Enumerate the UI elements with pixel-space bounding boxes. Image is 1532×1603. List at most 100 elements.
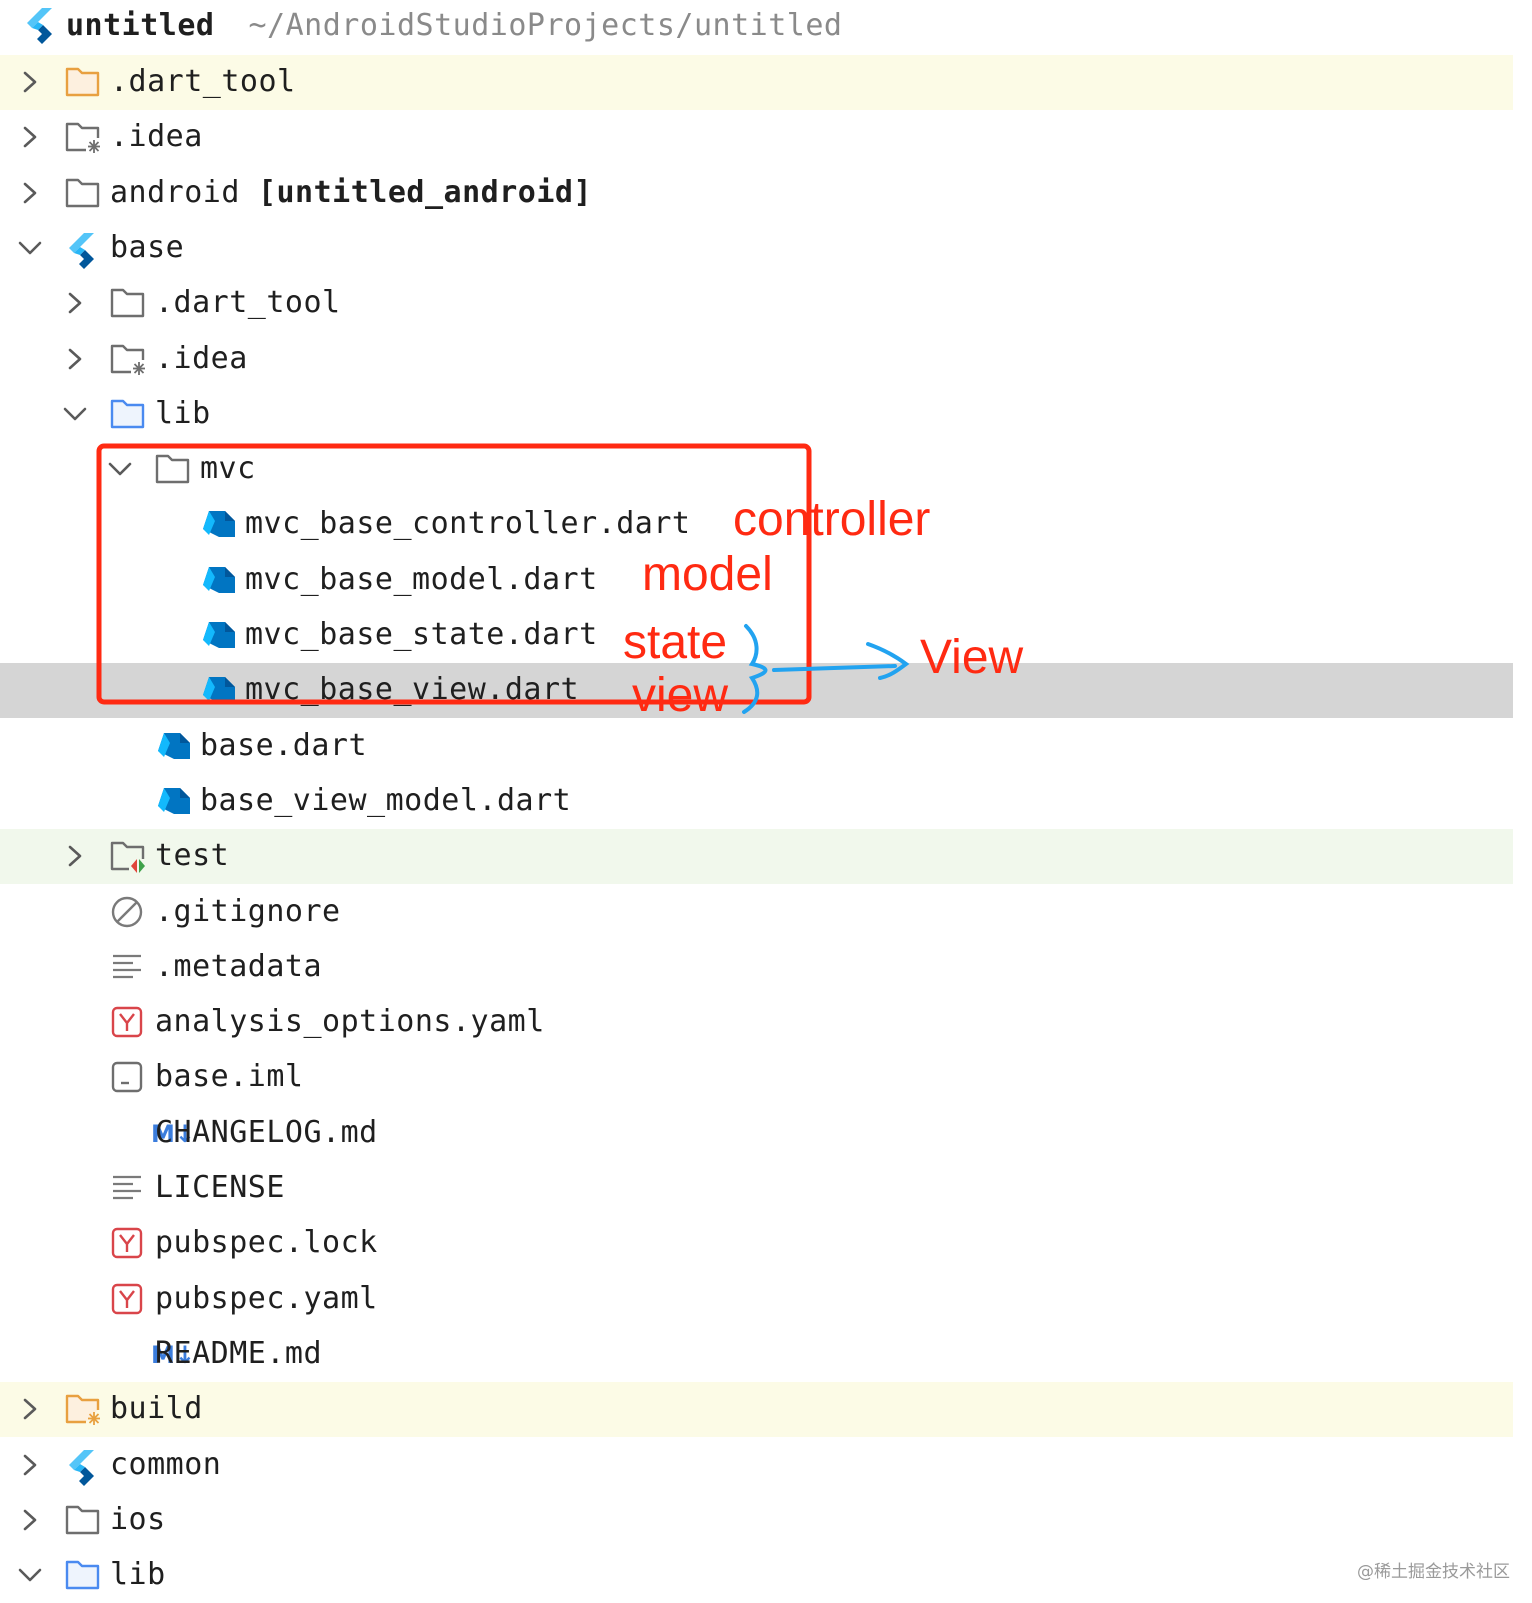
project-header[interactable]: untitled ~/AndroidStudioProjects/untitled	[0, 0, 1513, 54]
tree-row-label: .dart_tool	[155, 283, 341, 323]
annotation-arrow-head	[866, 642, 910, 680]
chevron-down-icon[interactable]	[107, 455, 133, 483]
tree-row-label: .metadata	[155, 947, 322, 987]
tree-row-idea-root[interactable]: .idea	[0, 110, 1513, 165]
chevron-right-icon[interactable]	[62, 289, 88, 317]
text-lines-icon	[109, 1171, 147, 1205]
tree-row-dart-tool-root[interactable]: .dart_tool	[0, 55, 1513, 110]
tree-row-changelog[interactable]: M↓CHANGELOG.md	[0, 1106, 1513, 1161]
tree-row-mvc[interactable]: mvc	[0, 442, 1513, 497]
tree-row-text: README.md	[155, 1335, 323, 1371]
dart-icon	[199, 618, 237, 652]
tree-row-label: build	[110, 1389, 203, 1429]
tree-row-label: mvc_base_state.dart	[245, 615, 598, 655]
tree-row-base-dart-tool[interactable]: .dart_tool	[0, 276, 1513, 331]
chevron-right-icon[interactable]	[17, 68, 43, 96]
chevron-right-icon[interactable]	[17, 1451, 43, 1479]
tree-row-text: mvc_base_state.dart	[245, 617, 598, 652]
tree-row-text: base.iml	[155, 1059, 304, 1095]
folder-orange-settings-icon	[64, 1392, 102, 1426]
tree-row-text: test	[155, 838, 230, 874]
annotation-view-big: View	[920, 631, 1024, 684]
tree-row-label: .idea	[110, 117, 203, 157]
tree-row-text: mvc_base_controller.dart	[245, 506, 691, 542]
tree-row-text: base.dart	[200, 727, 368, 763]
tree-row-lib-root[interactable]: lib	[0, 1548, 1513, 1603]
tree-row-gitignore[interactable]: .gitignore	[0, 885, 1513, 940]
tree-row-base-idea[interactable]: .idea	[0, 332, 1513, 387]
text-lines-icon	[109, 950, 147, 984]
yaml-icon	[109, 1226, 147, 1260]
chevron-right-icon[interactable]	[17, 1506, 43, 1534]
tree-row-metadata[interactable]: .metadata	[0, 940, 1513, 995]
annotation-state: state	[623, 616, 728, 669]
tree-row-android[interactable]: android [untitled_android]	[0, 166, 1513, 221]
tree-row-base-iml[interactable]: base.iml	[0, 1050, 1513, 1105]
tree-row-text: android	[110, 174, 240, 210]
tree-row-mvc-base-model[interactable]: mvc_base_model.dart	[0, 553, 1513, 608]
tree-row-label: base	[110, 228, 184, 268]
tree-row-label: CHANGELOG.md	[155, 1113, 378, 1153]
tree-row-text: .metadata	[155, 948, 323, 984]
tree-row-text: base_view_model.dart	[200, 782, 572, 818]
tree-row-base[interactable]: base	[0, 221, 1513, 276]
tree-row-label: analysis_options.yaml	[155, 1002, 545, 1042]
project-path: ~/AndroidStudioProjects/untitled	[248, 8, 843, 43]
chevron-down-icon[interactable]	[62, 400, 88, 428]
module-tag: [untitled_android]	[257, 174, 593, 210]
tree-row-label: mvc_base_model.dart	[245, 560, 598, 600]
tree-row-label: base.iml	[155, 1057, 304, 1097]
tree-row-base-dart[interactable]: base.dart	[0, 719, 1513, 774]
tree-row-readme[interactable]: M↓README.md	[0, 1327, 1513, 1382]
chevron-down-icon[interactable]	[17, 1561, 43, 1589]
folder-test-icon	[109, 839, 147, 874]
chevron-right-icon[interactable]	[17, 179, 43, 207]
tree-row-license[interactable]: LICENSE	[0, 1161, 1513, 1216]
folder-icon	[154, 452, 192, 486]
tree-row-pubspec-lock[interactable]: pubspec.lock	[0, 1216, 1513, 1271]
dart-icon	[154, 729, 192, 763]
tree-row-text: build	[110, 1391, 203, 1427]
dart-icon	[199, 673, 237, 707]
tree-row-ios[interactable]: ios	[0, 1493, 1513, 1548]
annotation-model: model	[642, 548, 773, 601]
tree-row-test[interactable]: test	[0, 829, 1513, 885]
tree-row-mvc-base-controller[interactable]: mvc_base_controller.dart	[0, 497, 1513, 552]
chevron-right-icon[interactable]	[17, 1395, 43, 1423]
ignore-icon	[109, 895, 147, 929]
tree-row-mvc-base-state[interactable]: mvc_base_state.dart	[0, 608, 1513, 663]
tree-row-label: .dart_tool	[110, 62, 296, 102]
folder-icon	[109, 286, 147, 320]
tree-row-text: mvc	[200, 451, 256, 487]
tree-row-text: analysis_options.yaml	[155, 1004, 545, 1040]
tree-row-analysis-options[interactable]: analysis_options.yaml	[0, 995, 1513, 1050]
tree-row-label: README.md	[155, 1334, 322, 1374]
tree-row-label: pubspec.yaml	[155, 1279, 378, 1319]
tree-row-label: .idea	[155, 339, 248, 379]
tree-row-label: mvc_base_controller.dart	[245, 504, 690, 544]
tree-row-label: common	[110, 1445, 221, 1485]
tree-row-text: .dart_tool	[155, 285, 341, 321]
tree-row-text: pubspec.lock	[155, 1225, 378, 1261]
tree-row-text: pubspec.yaml	[155, 1280, 378, 1316]
tree-row-label: android [untitled_android]	[110, 173, 592, 213]
tree-row-pubspec-yaml[interactable]: pubspec.yaml	[0, 1272, 1513, 1327]
yaml-icon	[109, 1282, 147, 1316]
chevron-right-icon[interactable]	[62, 345, 88, 373]
tree-row-label: lib	[110, 1555, 166, 1595]
markdown-icon: M↓	[151, 1119, 195, 1148]
tree-row-base-view-model[interactable]: base_view_model.dart	[0, 774, 1513, 829]
tree-row-text: common	[110, 1446, 222, 1482]
tree-row-lib[interactable]: lib	[0, 387, 1513, 442]
watermark: @稀土掘金技术社区	[1357, 1562, 1510, 1582]
chevron-right-icon[interactable]	[62, 842, 88, 870]
chevron-down-icon[interactable]	[17, 234, 43, 262]
tree-row-label: base.dart	[200, 726, 367, 766]
tree-row-text: ios	[110, 1501, 166, 1537]
chevron-right-icon[interactable]	[17, 123, 43, 151]
tree-row-common[interactable]: common	[0, 1438, 1513, 1493]
tree-row-text: LICENSE	[155, 1170, 285, 1205]
tree-row-text: .idea	[110, 119, 203, 155]
project-title: untitled	[66, 8, 215, 43]
tree-row-build[interactable]: build	[0, 1382, 1513, 1438]
